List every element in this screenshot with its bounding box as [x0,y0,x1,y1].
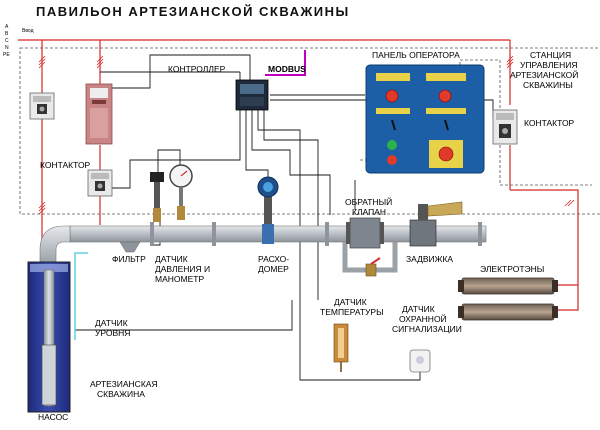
station-label-1: СТАНЦИЯ [530,50,571,60]
control-cabinet-boundary [19,47,600,215]
manometer [169,164,193,220]
page-title: ПАВИЛЬОН АРТЕЗИАНСКОЙ СКВАЖИНЫ [36,4,350,19]
heaters-label: ЭЛЕКТРОТЭНЫ [480,264,544,274]
contactor-right [492,109,518,145]
modbus-label: MODBUS [268,64,306,74]
controller-label: КОНТРОЛЛЕР [168,64,226,74]
bypass-ball-valve [365,257,381,277]
contactor-top-left [29,92,55,120]
svg-text:КЛАПАН: КЛАПАН [352,207,386,217]
frequency-converter [85,83,113,145]
svg-text:СИГНАЛИЗАЦИИ: СИГНАЛИЗАЦИИ [392,324,462,334]
level-sensor-label: ДАТЧИК УРОВНЯ [95,318,130,338]
bus-input-label: Ввод [22,28,34,34]
svg-text:ДОМЕР: ДОМЕР [258,264,289,274]
station-label-3: АРТЕЗИАНСКОЙ [510,69,578,80]
artesian-well [27,261,71,413]
svg-text:ДАТЧИК: ДАТЧИК [334,297,367,307]
filter-label: ФИЛЬТР [112,254,146,264]
svg-text:УРОВНЯ: УРОВНЯ [95,328,130,338]
svg-text:АРТЕЗИАНСКАЯ: АРТЕЗИАНСКАЯ [90,379,158,389]
svg-text:ДАТЧИК: ДАТЧИК [155,254,188,264]
bus-line-a: A [5,24,9,30]
operator-panel-label: ПАНЕЛЬ ОПЕРАТОРА [372,50,460,60]
operator-panel [365,64,485,174]
bus-line-b: B [5,31,9,37]
bus-line-pe: PE [3,52,10,58]
svg-text:ТЕМПЕРАТУРЫ: ТЕМПЕРАТУРЫ [320,307,384,317]
bus-line-n: N [5,45,9,51]
pump-label: НАСОС [38,412,68,422]
power-ticks [38,55,575,215]
gate-valve-label: ЗАДВИЖКА [406,254,453,264]
bus-line-c: C [5,38,9,44]
flowmeter-label: РАСХО- ДОМЕР [258,254,289,274]
temperature-sensor [333,323,349,372]
svg-text:СКВАЖИНА: СКВАЖИНА [97,389,145,399]
svg-text:ДАТЧИК: ДАТЧИК [95,318,128,328]
pressure-sensor [150,172,164,222]
bus-labels: A B C N PE Ввод [3,24,34,58]
station-label-4: СКВАЖИНЫ [523,80,573,90]
temperature-sensor-label: ДАТЧИК ТЕМПЕРАТУРЫ [320,297,384,317]
gate-valve [409,201,463,247]
svg-text:ОХРАННОЙ: ОХРАННОЙ [399,313,447,324]
contactor-bottom-left [87,169,113,197]
level-sensor [74,252,88,340]
check-valve-label: ОБРАТНЫЙ КЛАПАН [345,196,392,217]
controller [235,79,269,111]
station-boundary [499,60,592,186]
pressure-sensor-label: ДАТЧИК ДАВЛЕНИЯ И МАНОМЕТР [155,254,210,284]
svg-text:ДАТЧИК: ДАТЧИК [402,304,435,314]
svg-text:ОБРАТНЫЙ: ОБРАТНЫЙ [345,196,392,207]
heater-1 [458,277,558,295]
contactor-right-label: КОНТАКТОР [524,118,575,128]
flowmeter [257,176,279,244]
station-label: СТАНЦИЯ УПРАВЛЕНИЯ АРТЕЗИАНСКОЙ СКВАЖИНЫ [510,50,578,90]
heater-2 [458,303,558,321]
svg-text:ДАВЛЕНИЯ И: ДАВЛЕНИЯ И [155,264,210,274]
alarm-sensor-label: ДАТЧИК ОХРАННОЙ СИГНАЛИЗАЦИИ [392,304,462,334]
station-label-2: УПРАВЛЕНИЯ [520,60,578,70]
alarm-sensor [409,349,431,373]
svg-text:МАНОМЕТР: МАНОМЕТР [155,274,204,284]
contactor-left-label: КОНТАКТОР [40,160,91,170]
check-valve [346,217,384,249]
modbus-line [265,50,306,76]
svg-text:РАСХО-: РАСХО- [258,254,289,264]
well-label: АРТЕЗИАНСКАЯ СКВАЖИНА [90,379,158,399]
